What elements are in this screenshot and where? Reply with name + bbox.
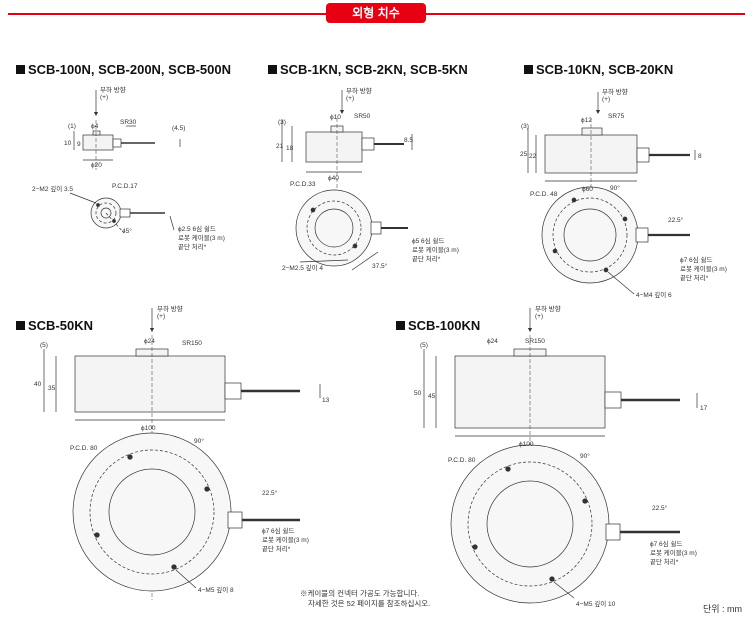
model-title-small: SCB-100N, SCB-200N, SCB-500N (16, 62, 231, 77)
model-title-50kn-text: SCB-50KN (28, 318, 94, 333)
mid-h-cable: 8.5 (404, 137, 413, 144)
k50-cable-2: 로봇 케이블(3 m) (262, 535, 309, 544)
small-cable-2: 로봇 케이블(3 m) (178, 233, 225, 242)
small-phi-top: ϕ4 (91, 123, 99, 130)
large-plan-body (541, 186, 639, 284)
mid-sr: SR50 (354, 113, 371, 120)
k100-angle-b: 22.5° (652, 504, 668, 512)
model-title-large: SCB-10KN, SCB-20KN (524, 62, 673, 77)
k100-load-dir: 부하 방향(+) (535, 304, 561, 320)
k50-side-body (74, 355, 226, 413)
small-angle: 45° (122, 227, 132, 235)
k50-sr: SR150 (182, 340, 202, 347)
k50-angle-b: 22.5° (262, 489, 278, 497)
large-h-top: (3) (521, 123, 529, 130)
small-side-body (82, 134, 114, 151)
mid-h-top: (3) (278, 119, 286, 126)
mid-h-total: 21 (276, 143, 284, 150)
k50-h-top: (5) (40, 342, 48, 349)
large-phi-top: ϕ12 (581, 117, 592, 124)
footnote-line-1: ※케이블의 컨넥터 가공도 가능합니다. (300, 589, 420, 598)
footnote: ※케이블의 컨넥터 가공도 가능합니다. 자세한 것은 52 페이지를 참조하십… (300, 589, 430, 609)
small-h-body: 9 (77, 141, 81, 148)
k50-phi-top: ϕ24 (144, 338, 155, 345)
page-title: 외형 치수 (326, 3, 426, 23)
large-cable-3: 끝단 처리* (680, 273, 709, 282)
small-cable-1: ϕ2.5 6심 쉴드 (178, 224, 216, 233)
large-sr: SR75 (608, 113, 625, 120)
k100-holes: 4−M5 깊이 10 (576, 599, 616, 608)
small-h-total: 10 (64, 140, 72, 147)
footnote-line-2: 자세한 것은 52 페이지를 참조하십시오. (308, 599, 431, 608)
model-title-mid-text: SCB-1KN, SCB-2KN, SCB-5KN (280, 62, 468, 77)
k100-phi-body: ϕ100 (519, 441, 534, 448)
large-load-dir: 부하 방향(+) (602, 87, 628, 103)
model-title-100kn-text: SCB-100KN (408, 318, 481, 333)
small-h-cable: (4.5) (172, 125, 185, 132)
large-angle-b: 22.5° (668, 216, 684, 224)
mid-load-dir: 부하 방향(+) (346, 86, 372, 102)
large-angle-a: 90° (610, 184, 620, 192)
small-cable-3: 끝단 처리* (178, 242, 207, 251)
large-h-cable: 8 (698, 153, 702, 160)
k50-holes: 4−M5 깊이 8 (198, 585, 234, 594)
k100-angle-a: 90° (580, 452, 590, 460)
k50-angle-a: 90° (194, 437, 204, 445)
large-phi-body: ϕ60 (582, 186, 593, 193)
small-load-dir: 부하 방향(+) (100, 85, 126, 101)
mid-cable-2: 로봇 케이블(3 m) (412, 245, 459, 254)
small-sr: SR30 (120, 119, 137, 126)
large-pcd: P.C.D. 48 (530, 191, 558, 198)
model-title-50kn: SCB-50KN (16, 318, 93, 333)
k50-cable-1: ϕ7 6심 쉴드 (262, 526, 294, 535)
k100-sr: SR150 (525, 338, 545, 345)
mid-cable-1: ϕ5 6심 쉴드 (412, 236, 444, 245)
k100-cable-2: 로봇 케이블(3 m) (650, 548, 697, 557)
k50-plan-body (72, 432, 232, 592)
small-side-gland (112, 138, 122, 148)
large-cable-2: 로봇 케이블(3 m) (680, 264, 727, 273)
k100-h-total: 50 (414, 390, 422, 397)
large-h-total: 25 (520, 151, 528, 158)
mid-angle: 37.5° (372, 262, 388, 270)
k100-h-cable: 17 (700, 405, 708, 412)
small-phi-body: ϕ20 (91, 162, 102, 169)
large-h-body: 22 (529, 153, 537, 160)
model-title-mid: SCB-1KN, SCB-2KN, SCB-5KN (268, 62, 468, 77)
k100-pcd: P.C.D. 80 (448, 457, 476, 464)
k50-phi-body: ϕ100 (141, 425, 156, 432)
model-title-100kn: SCB-100KN (396, 318, 480, 333)
mid-h-body: 18 (286, 145, 294, 152)
k50-cable-3: 끝단 처리* (262, 544, 291, 553)
k100-plan-body (450, 444, 610, 604)
unit-label: 단위 : mm (703, 604, 743, 614)
large-holes: 4−M4 깊이 6 (636, 290, 672, 299)
mid-phi-top: ϕ10 (330, 114, 341, 121)
k100-cable-3: 끝단 처리* (650, 557, 679, 566)
k50-pcd: P.C.D. 80 (70, 445, 98, 452)
k50-h-body: 35 (48, 385, 56, 392)
model-title-small-text: SCB-100N, SCB-200N, SCB-500N (28, 62, 232, 77)
small-holes: 2−M2 깊이 3.5 (32, 184, 73, 193)
mid-plan-body (295, 189, 373, 267)
large-cable-1: ϕ7 6심 쉴드 (680, 255, 712, 264)
mid-pcd: P.C.D.33 (290, 181, 316, 188)
mid-holes: 2−M2.5 깊이 4 (282, 263, 323, 272)
small-side-button (92, 130, 101, 136)
model-title-large-text: SCB-10KN, SCB-20KN (536, 62, 674, 77)
k50-load-dir: 부하 방향(+) (157, 304, 183, 320)
k50-h-total: 40 (34, 381, 42, 388)
k100-cable-1: ϕ7 6심 쉴드 (650, 539, 682, 548)
mid-cable-3: 끝단 처리* (412, 254, 441, 263)
k100-phi-top: ϕ24 (487, 338, 498, 345)
k100-h-top: (5) (420, 342, 428, 349)
k50-h-cable: 13 (322, 397, 330, 404)
k100-h-body: 45 (428, 393, 436, 400)
small-h-top: (1) (68, 123, 76, 130)
small-pcd: P.C.D.17 (112, 183, 138, 190)
mid-side-body (305, 131, 363, 163)
mid-phi-body: ϕ40 (328, 175, 339, 182)
